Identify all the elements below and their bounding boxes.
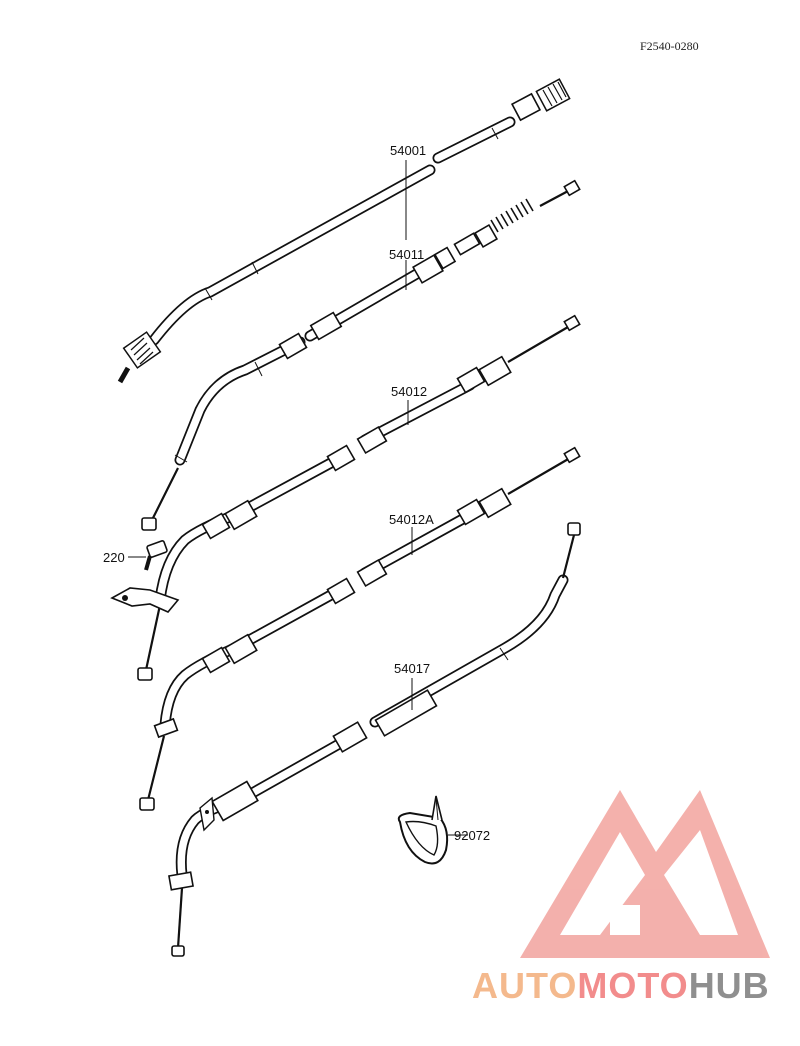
part-label-54011: 54011 — [389, 247, 424, 262]
watermark-moto: MOTO — [577, 965, 688, 1006]
automotohub-logo — [520, 790, 770, 958]
part-label-54017: 54017 — [394, 661, 430, 676]
part-label-92072: 92072 — [454, 828, 490, 843]
band-92072 — [397, 795, 449, 865]
part-label-54012a: 54012A — [389, 512, 434, 527]
part-label-54001: 54001 — [390, 143, 426, 158]
cable-54017 — [168, 522, 581, 957]
cable-54001 — [117, 78, 571, 384]
bolt-220 — [144, 540, 168, 571]
part-label-54012: 54012 — [391, 384, 427, 399]
cable-54012 — [110, 314, 581, 681]
part-label-220: 220 — [103, 550, 125, 565]
watermark-auto: AUTO — [472, 965, 577, 1006]
cable-54012a — [139, 446, 581, 811]
reference-code: F2540-0280 — [640, 39, 699, 53]
cable-54011 — [141, 179, 581, 531]
watermark-text: AUTOMOTOHUB — [472, 965, 770, 1006]
watermark-hub: HUB — [689, 965, 770, 1006]
logo-mark-icon — [520, 790, 770, 958]
